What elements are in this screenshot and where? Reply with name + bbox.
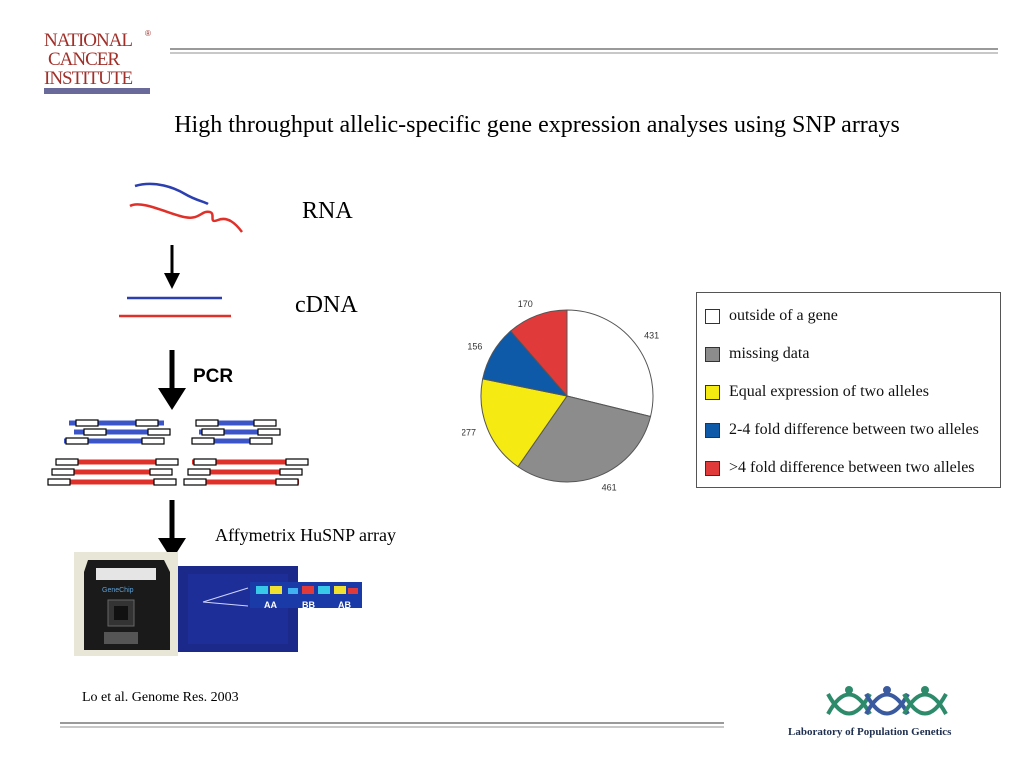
svg-text:®: ® <box>145 29 151 38</box>
legend-item-missing-data: missing data <box>705 345 809 363</box>
legend-label: missing data <box>729 345 810 362</box>
legend-swatch <box>705 384 720 400</box>
pcr-products-graphic <box>47 419 309 486</box>
legend-swatch <box>705 422 720 438</box>
rna-label: RNA <box>302 198 353 224</box>
nci-logo: NATIONAL CANCER INSTITUTE ® <box>44 26 154 96</box>
pie-value-label: 277 <box>462 427 476 437</box>
legend-item-outside-gene: outside of a gene <box>705 307 838 325</box>
legend-label: Equal expression of two alleles <box>729 383 929 400</box>
array-label: Affymetrix HuSNP array <box>215 525 396 545</box>
pcr-label: PCR <box>193 366 234 387</box>
legend-label: 2-4 fold difference between two alleles <box>729 421 979 438</box>
pie-slice-outside-gene <box>566 309 654 418</box>
pie-slice-over-4-fold <box>509 309 568 398</box>
nci-logo-line-3: INSTITUTE <box>44 68 132 89</box>
chip-brand-text: GeneChip <box>102 587 134 594</box>
pie-value-label: 431 <box>644 331 659 341</box>
pie-slice-missing-data <box>517 395 652 483</box>
legend-item-2-4-fold: 2-4 fold difference between two alleles <box>705 421 979 439</box>
pie-value-label: 170 <box>518 299 533 309</box>
citation: Lo et al. Genome Res. 2003 <box>82 690 239 705</box>
allele-expression-pie-chart: 431 461 277 156 170 <box>462 299 659 493</box>
pcr-arrow-icon <box>158 350 186 410</box>
lpg-logo-icon <box>826 686 948 716</box>
footer-rule <box>60 722 724 724</box>
genotype-label-ab: AB <box>338 600 351 610</box>
pie-slice-equal-expression <box>480 378 568 468</box>
legend-label: outside of a gene <box>729 307 838 324</box>
genechip-cartridge-image: GeneChip <box>74 552 178 656</box>
nci-logo-line-2: CANCER <box>48 49 120 70</box>
legend-swatch <box>705 346 720 362</box>
lab-name: Laboratory of Population Genetics <box>788 726 952 738</box>
pie-legend: outside of a gene missing data Equal exp… <box>696 292 1001 488</box>
scanned-array-image: AA BB AB <box>178 566 362 652</box>
legend-label: >4 fold difference between two alleles <box>729 459 975 476</box>
genotype-label-aa: AA <box>264 600 277 610</box>
cdna-strands-graphic <box>119 296 231 318</box>
legend-swatch <box>705 308 720 324</box>
header-rule <box>170 48 998 50</box>
rna-strands-graphic <box>129 182 243 233</box>
legend-item-equal-expression: Equal expression of two alleles <box>705 383 929 401</box>
legend-item-over-4-fold: >4 fold difference between two alleles <box>705 459 975 477</box>
footer-rule-light <box>60 726 724 728</box>
genotype-label-bb: BB <box>302 600 315 610</box>
legend-swatch <box>705 460 720 476</box>
header-rule-light <box>170 52 998 54</box>
slide-title: High throughput allelic-specific gene ex… <box>174 112 900 138</box>
cdna-label: cDNA <box>295 292 358 318</box>
pie-value-label: 156 <box>467 342 482 352</box>
arrow-down-icon <box>164 245 180 289</box>
pie-value-label: 461 <box>602 483 617 493</box>
array-arrow-icon <box>158 500 186 560</box>
nci-logo-line-1: NATIONAL <box>44 30 132 51</box>
